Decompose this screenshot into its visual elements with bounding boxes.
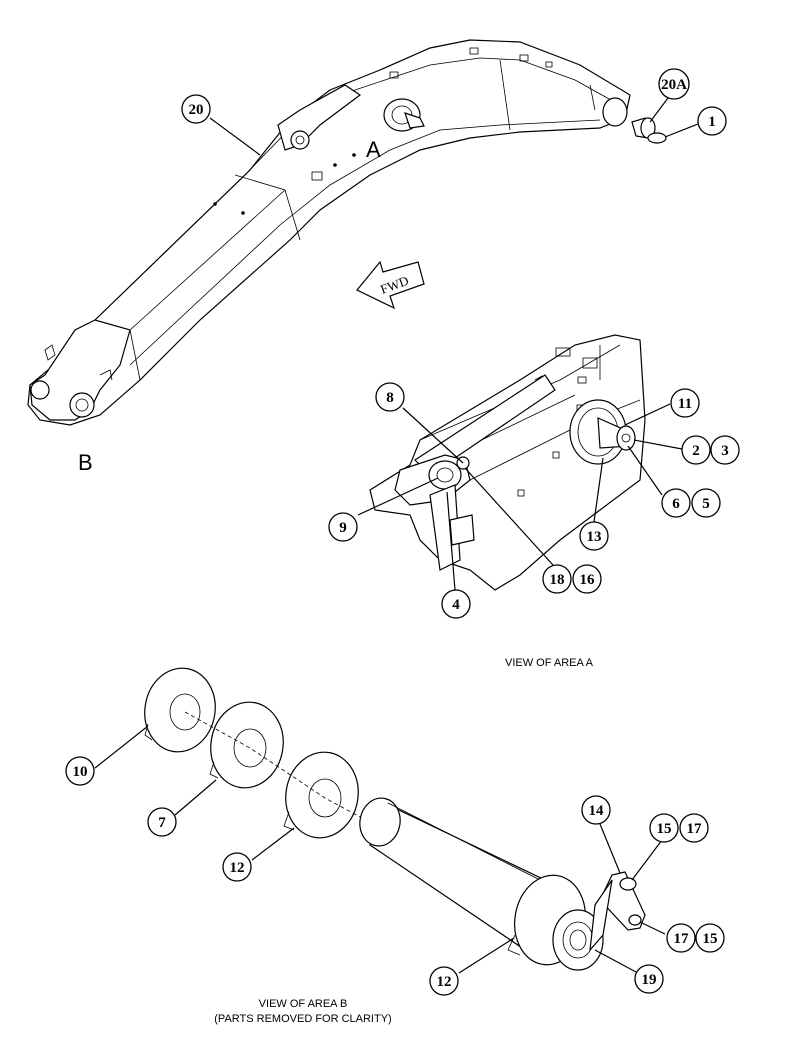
pin-20a-parts	[631, 117, 667, 144]
view-area-a: VIEW OF AREA A	[369, 334, 646, 669]
view-a-caption: VIEW OF AREA A	[505, 657, 594, 669]
view-area-b: VIEW OF AREA B (PARTS REMOVED FOR CLARIT…	[144, 667, 646, 1025]
callout-3: 3	[710, 435, 740, 465]
svg-text:17: 17	[674, 931, 690, 947]
callout-20a: 20A	[658, 68, 690, 100]
svg-text:7: 7	[158, 815, 166, 831]
plate-14	[589, 871, 646, 952]
svg-text:15: 15	[703, 931, 718, 947]
view-b-caption-line1: VIEW OF AREA B	[259, 998, 348, 1010]
callout-11: 11	[670, 388, 700, 418]
svg-text:17: 17	[687, 821, 703, 837]
svg-text:20: 20	[189, 102, 204, 118]
callout-16: 16	[572, 564, 602, 594]
leader-lines	[94, 97, 699, 974]
svg-text:5: 5	[702, 496, 710, 512]
callout-18: 18	[542, 564, 572, 594]
stick-assembly: A B	[27, 39, 631, 475]
svg-text:11: 11	[678, 396, 692, 412]
svg-text:9: 9	[339, 520, 347, 536]
callout-1: 1	[697, 106, 727, 136]
callout-10: 10	[65, 756, 95, 786]
svg-text:12: 12	[437, 974, 452, 990]
svg-text:20A: 20A	[661, 77, 687, 93]
callout-19: 19	[634, 964, 664, 994]
washer-19	[552, 909, 604, 971]
callout-2: 2	[681, 435, 711, 465]
svg-text:16: 16	[580, 572, 596, 588]
svg-text:19: 19	[642, 972, 657, 988]
callout-8: 8	[375, 382, 405, 412]
callout-17-upper: 17	[679, 813, 709, 843]
svg-text:12: 12	[230, 860, 245, 876]
svg-text:6: 6	[672, 496, 680, 512]
svg-text:13: 13	[587, 529, 602, 545]
callout-5: 5	[691, 488, 721, 518]
shim-12-upper	[283, 751, 359, 839]
pin-body	[359, 797, 551, 962]
callout-4: 4	[441, 589, 471, 619]
callout-14: 14	[581, 795, 611, 825]
svg-text:15: 15	[657, 821, 672, 837]
svg-text:4: 4	[452, 597, 460, 613]
svg-text:14: 14	[589, 803, 605, 819]
callout-7: 7	[147, 807, 177, 837]
fwd-arrow: FWD	[356, 260, 425, 310]
svg-text:18: 18	[550, 572, 565, 588]
callout-15-lower: 15	[695, 923, 725, 953]
callout-9: 9	[328, 512, 358, 542]
shim-7	[209, 701, 284, 789]
area-b-marker: B	[78, 450, 93, 475]
callout-6: 6	[661, 488, 691, 518]
callout-15-upper: 15	[649, 813, 679, 843]
svg-text:10: 10	[73, 764, 88, 780]
area-a-marker: A	[366, 137, 381, 162]
callouts: 20 20A 1 8 11 2 3 6 5 9 13 18 16 4 10 7 …	[65, 68, 740, 996]
shim-10	[144, 667, 216, 753]
svg-text:1: 1	[708, 114, 716, 130]
svg-text:8: 8	[386, 390, 394, 406]
callout-12-upper: 12	[222, 852, 252, 882]
callout-17-lower: 17	[666, 923, 696, 953]
svg-text:3: 3	[721, 443, 729, 459]
svg-text:2: 2	[692, 443, 700, 459]
view-b-caption-line2: (PARTS REMOVED FOR CLARITY)	[214, 1013, 391, 1025]
callout-13: 13	[579, 521, 609, 551]
callout-12-lower: 12	[429, 966, 459, 996]
callout-20: 20	[181, 94, 211, 124]
